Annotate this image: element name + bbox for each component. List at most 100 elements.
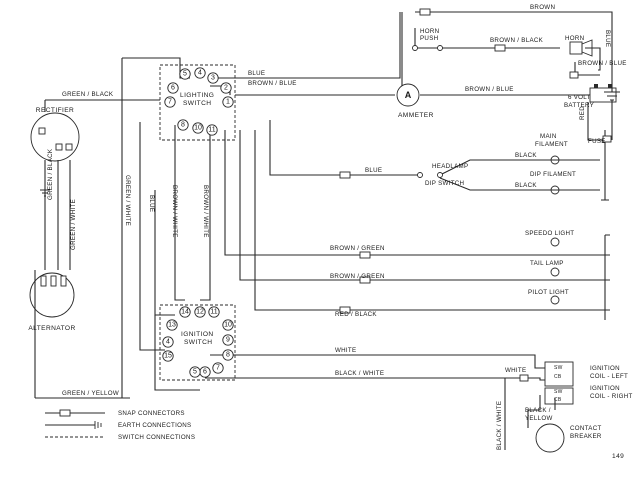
ammeter-symbol: A — [405, 90, 412, 100]
wire-label-black-yellow-1: BLACK / — [525, 407, 551, 414]
page-number: 149 — [612, 453, 624, 460]
alternator-label: ALTERNATOR — [28, 325, 75, 332]
contact-breaker-label-2: BREAKER — [570, 433, 602, 440]
wire-label-blue-v: BLUE — [148, 195, 155, 212]
ignition-switch-terminal-number: 12 — [196, 309, 204, 316]
horn-push: HORN PUSH — [412, 28, 443, 51]
lighting-switch-terminal-number: 5 — [183, 71, 187, 78]
wire-label-blue: BLUE — [248, 70, 265, 77]
coil-terminal-cb-1: CB — [554, 374, 562, 380]
wire-label-white-coil: WHITE — [505, 367, 526, 374]
ignition-switch-terminal-circle — [189, 366, 201, 378]
coil-terminal-sw-2: SW — [554, 389, 563, 395]
ignition-switch-terminal-circle — [179, 306, 191, 318]
rectifier: RECTIFIER — [30, 107, 80, 162]
ignition-switch-terminal-number: 11 — [210, 309, 217, 316]
lighting-switch-terminal-number: 1 — [226, 99, 230, 106]
wire-label-brown-blue-ammeter: BROWN / BLUE — [465, 86, 514, 93]
wire-label-brown-blue: BROWN / BLUE — [248, 80, 297, 87]
ignition-coil-right-label-2: COIL - RIGHT — [590, 393, 633, 400]
lighting-switch-terminal-number: 8 — [181, 122, 185, 129]
lighting-switch-terminal-number: 4 — [198, 70, 202, 77]
wire-label-red: RED — [579, 106, 586, 120]
alternator: ALTERNATOR — [28, 272, 75, 332]
ignition-coils: SW CB SW CB IGNITION COIL - LEFT IGNITIO… — [544, 361, 633, 405]
ignition-switch-terminal-circle — [162, 336, 174, 348]
legend-switch-connections: SWITCH CONNECTIONS — [45, 434, 195, 441]
wire-label-brown-white-v2: BROWN / WHITE — [202, 185, 209, 238]
lighting-switch-terminal-number: 6 — [171, 85, 175, 92]
earth-symbols — [40, 91, 620, 311]
legend-snap-connectors: SNAP CONNECTORS — [45, 409, 185, 417]
ignition-switch-terminal-number: 8 — [226, 352, 230, 359]
ignition-switch-terminal-number: 4 — [166, 339, 170, 346]
ignition-switch-terminal-number: 6 — [203, 369, 207, 376]
main-filament-label-1: MAIN — [540, 133, 557, 140]
contact-breaker: CONTACT BREAKER — [535, 423, 602, 453]
lighting-switch-terminal-circle — [192, 122, 204, 134]
coil-terminal-sw-1: SW — [554, 365, 563, 371]
legend-switch-connections-label: SWITCH CONNECTIONS — [118, 434, 195, 441]
horn-push-label-2: PUSH — [420, 35, 438, 42]
main-filament-label-2: FILAMENT — [535, 141, 568, 148]
ignition-switch-terminal-circle — [222, 334, 234, 346]
legend-earth-connections: EARTH CONNECTIONS — [45, 421, 191, 429]
wire-label-brown: BROWN — [530, 4, 555, 11]
ignition-switch-terminal-number: 14 — [181, 309, 189, 316]
ignition-switch-label-2: SWITCH — [184, 339, 212, 346]
lamp-speedo-light: SPEEDO LIGHT — [525, 230, 574, 247]
wire-label-brown-black: BROWN / BLACK — [490, 37, 544, 44]
wire-label-brown-blue-horn: BROWN / BLUE — [578, 60, 627, 67]
legend: SNAP CONNECTORS EARTH CONNECTIONS SWITCH… — [45, 409, 195, 441]
speedo-light-label: SPEEDO LIGHT — [525, 230, 574, 237]
lighting-switch-terminal-number: 3 — [211, 75, 215, 82]
battery-label-2: BATTERY — [564, 102, 594, 109]
wire-label-black-white: BLACK / WHITE — [335, 370, 384, 377]
horn: HORN — [565, 35, 593, 57]
headlamp-dip-switch-label-1: HEADLAMP — [432, 163, 468, 170]
lamp-tail-lamp: TAIL LAMP — [530, 260, 564, 277]
ammeter-label: AMMETER — [398, 112, 434, 119]
wire-label-red-black: RED / BLACK — [335, 311, 377, 318]
ignition-switch-terminal-number: 5 — [193, 369, 197, 376]
lamp-pilot-light: PILOT LIGHT — [528, 289, 569, 305]
wire-label-black-dip: BLACK — [515, 182, 537, 189]
wire-label-green-black: GREEN / BLACK — [62, 91, 114, 98]
wire-label-black-white-v: BLACK / WHITE — [496, 401, 503, 450]
rectifier-label: RECTIFIER — [36, 107, 74, 114]
lighting-switch-terminal-circle — [167, 82, 179, 94]
wire-label-brown-green-1: BROWN / GREEN — [330, 245, 385, 252]
ignition-switch-terminal-number: 10 — [224, 322, 232, 329]
ignition-switch-terminal-number: 13 — [168, 322, 176, 329]
lamp-dip-filament: DIP FILAMENT — [530, 171, 576, 195]
legend-snap-connectors-label: SNAP CONNECTORS — [118, 410, 185, 417]
lighting-switch-terminal-number: 11 — [208, 127, 215, 134]
ignition-switch-terminal-circle — [212, 362, 224, 374]
lighting-switch-terminal-circle — [194, 67, 206, 79]
lighting-switch-terminal-circle — [222, 96, 234, 108]
ignition-switch-label-1: IGNITION — [181, 331, 214, 338]
horn-label: HORN — [565, 35, 584, 42]
ignition-switch-terminal-circle — [222, 349, 234, 361]
lighting-switch-terminal-circle — [207, 72, 219, 84]
wire-label-brown-white-v: BROWN / WHITE — [171, 185, 178, 238]
lighting-switch-terminal-number: 10 — [194, 125, 202, 132]
headlamp-dip-switch: HEADLAMP DIP SWITCH — [417, 163, 468, 187]
wire-label-blue-horn: BLUE — [604, 30, 611, 47]
wire-label-white: WHITE — [335, 347, 356, 354]
headlamp-dip-switch-label-2: DIP SWITCH — [425, 180, 464, 187]
ignition-coil-left-label-1: IGNITION — [590, 365, 620, 372]
fuse: FUSE — [588, 135, 612, 145]
wire-label-green-yellow: GREEN / YELLOW — [62, 390, 119, 397]
ignition-switch-terminal-circle — [162, 350, 174, 362]
dip-filament-label: DIP FILAMENT — [530, 171, 576, 178]
tail-lamp-label: TAIL LAMP — [530, 260, 564, 267]
wire-label-blue-dip: BLUE — [365, 167, 382, 174]
wire-label-green-white-v: GREEN / WHITE — [124, 175, 131, 226]
horn-push-label-1: HORN — [420, 28, 439, 35]
lighting-switch-terminal-circle — [164, 96, 176, 108]
